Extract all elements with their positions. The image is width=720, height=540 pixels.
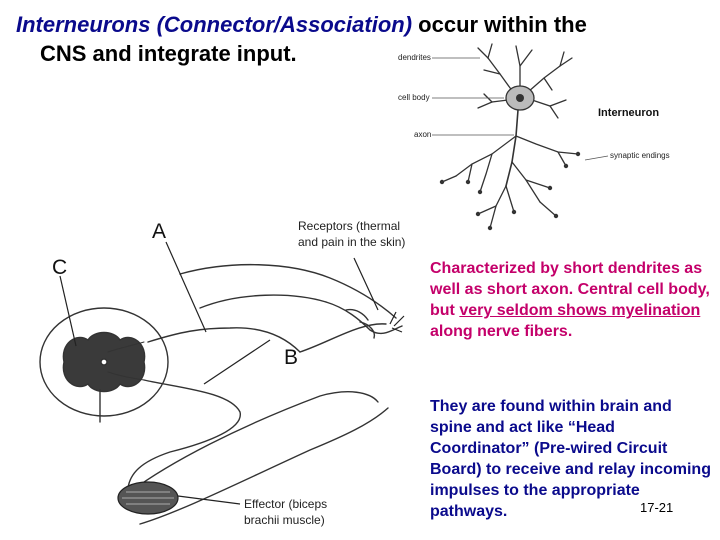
label-dendrites: dendrites	[398, 53, 431, 62]
description-paragraph-1: Characterized by short dendrites as well…	[430, 258, 716, 342]
label-synaptic-endings: synaptic endings	[610, 151, 670, 160]
interneuron-diagram: dendrites cell body axon Interneuron syn…	[380, 36, 720, 246]
p1-text-end: along nerve fibers.	[430, 323, 572, 340]
title-italic-term: Interneurons (Connector/Association)	[16, 12, 412, 37]
label-cell-body: cell body	[398, 93, 430, 102]
label-receptors-line1: Receptors (thermal	[298, 219, 400, 233]
slide-number: 17-21	[640, 500, 673, 515]
label-interneuron: Interneuron	[598, 107, 659, 119]
title-rest: occur within the	[412, 12, 587, 37]
label-b: B	[284, 346, 298, 369]
label-c: C	[52, 256, 67, 279]
label-a: A	[152, 220, 166, 243]
title-line-1: Interneurons (Connector/Association) occ…	[16, 10, 656, 39]
p1-underlined-text: very seldom shows myelination	[459, 302, 700, 319]
reflex-arc-diagram: A C B Receptors (thermal and pain in the…	[30, 212, 420, 538]
label-effector-line1: Effector (biceps	[244, 497, 327, 511]
label-receptors-line2: and pain in the skin)	[298, 235, 405, 249]
label-effector-line2: brachii muscle)	[244, 513, 325, 527]
label-axon: axon	[414, 130, 431, 139]
